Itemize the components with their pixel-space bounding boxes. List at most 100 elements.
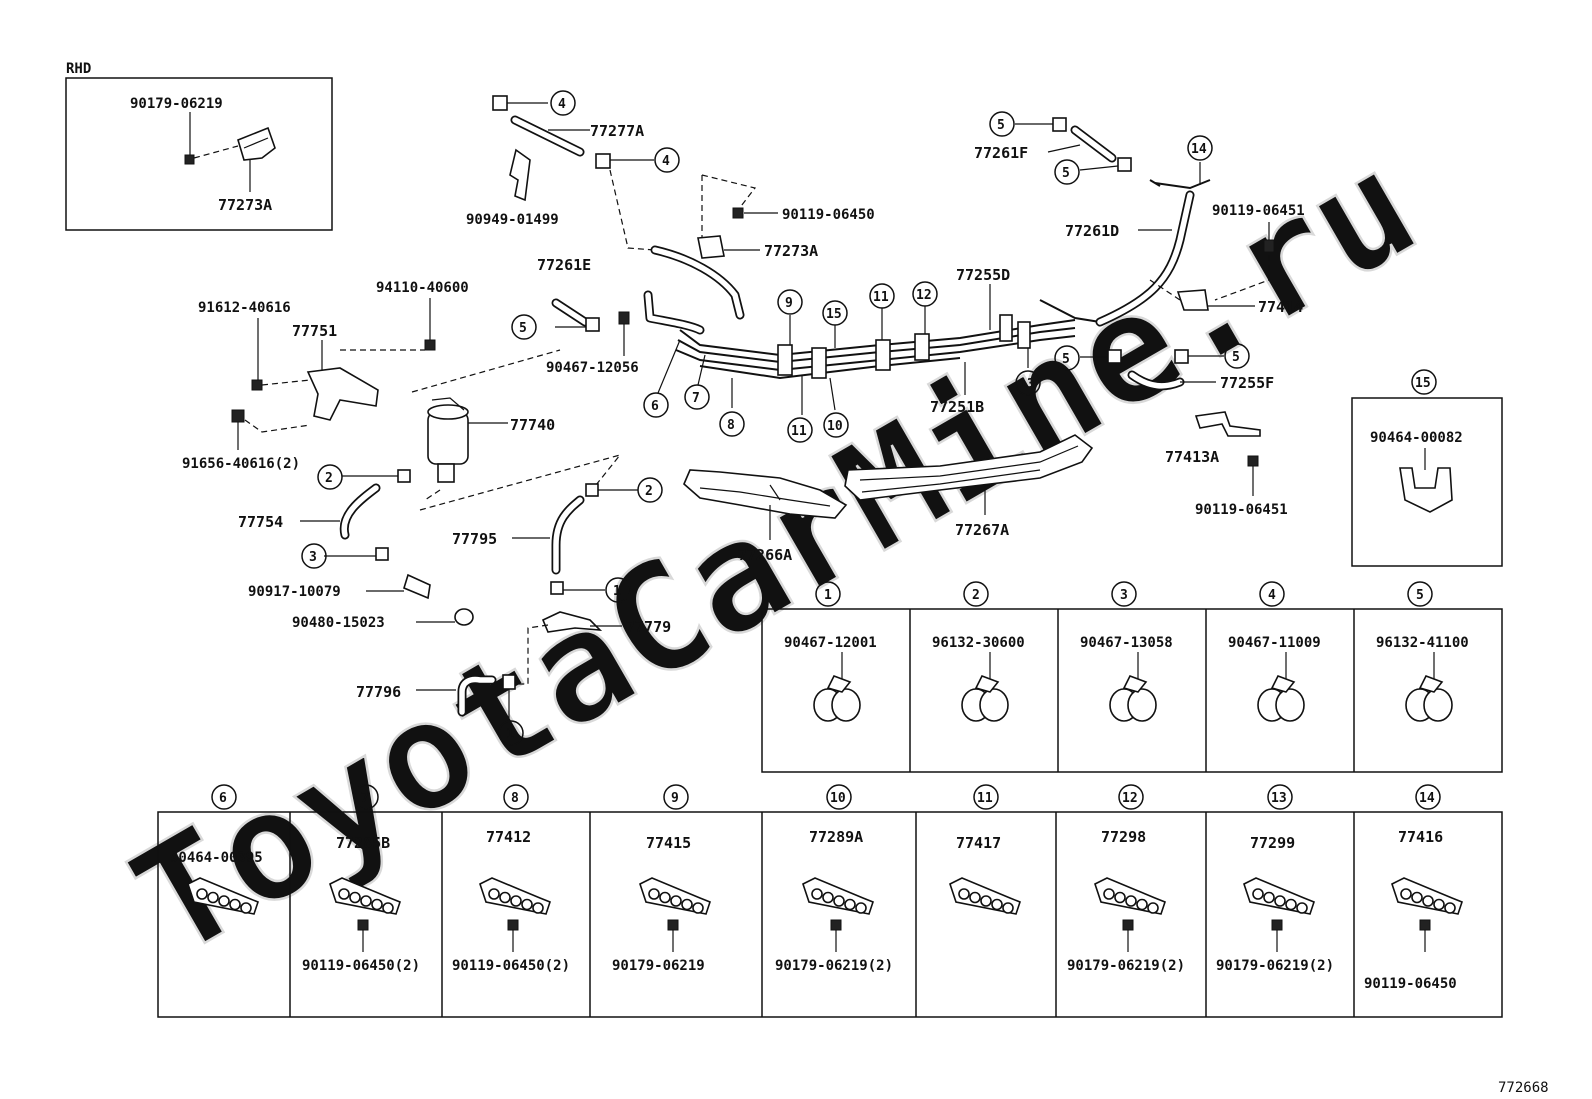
svg-text:2: 2 — [325, 471, 333, 486]
callout-14-header: 14 — [1415, 784, 1441, 810]
callout-7: 7 — [684, 384, 710, 410]
main-callouts: 4 4 5 6 7 8 9 15 11 12 11 10 13 5 5 14 5… — [301, 90, 1437, 746]
label-77277a: 77277A — [590, 122, 644, 140]
svg-text:5: 5 — [1062, 166, 1070, 181]
clip-77273a-group: 90119-06450 77273A — [609, 169, 875, 260]
svg-text:14: 14 — [1191, 142, 1207, 157]
svg-text:5: 5 — [1416, 588, 1424, 603]
part-90464-00395: 90464-00395 — [170, 850, 263, 866]
callout-2-mid: 2 — [637, 477, 663, 503]
label-77414: 77414 — [1258, 298, 1303, 316]
svg-text:11: 11 — [977, 791, 993, 806]
svg-text:15: 15 — [1415, 376, 1431, 391]
svg-text:6: 6 — [651, 399, 659, 414]
label-91656: 91656-40616(2) — [182, 456, 300, 472]
svg-text:9: 9 — [785, 296, 793, 311]
svg-text:4: 4 — [662, 154, 670, 169]
label-77266a: 77266A — [738, 546, 792, 564]
callout-7-header: 7 — [353, 784, 379, 810]
left-components: 77261E 90467-12056 94110-40600 91612-406… — [182, 256, 639, 631]
part-90467-11009: 90467-11009 — [1228, 635, 1321, 651]
label-94110: 94110-40600 — [376, 280, 469, 296]
label-91612: 91612-40616 — [198, 300, 291, 316]
protector-77266a — [683, 469, 848, 519]
hose-77277a-group: 77277A 90949-01499 — [466, 95, 654, 228]
label-90119-06451-a: 90119-06451 — [1212, 203, 1305, 219]
sub-part-14: 90119-06450 — [1364, 976, 1457, 992]
part-77416: 77416 — [1398, 828, 1443, 846]
hose-clamp-4-upper — [492, 95, 508, 111]
detail-cell-14: 14 77416 90119-06450 — [1364, 784, 1463, 992]
label-77261f: 77261F — [974, 144, 1028, 162]
label-90119-06451-b: 90119-06451 — [1195, 502, 1288, 518]
svg-text:8: 8 — [511, 791, 519, 806]
rhd-frame — [65, 77, 333, 231]
label-90467-12056: 90467-12056 — [546, 360, 639, 376]
label-77796: 77796 — [356, 683, 401, 701]
protector-77267a — [844, 434, 1094, 501]
callout-5-right1: 5 — [1054, 345, 1080, 371]
rhd-part-label: 77273A — [218, 196, 272, 214]
svg-text:13: 13 — [1271, 791, 1287, 806]
clamp-9 — [777, 344, 793, 376]
callout-8: 8 — [719, 411, 745, 437]
callout-1-top: 1 — [605, 577, 631, 603]
sub-part-12: 90179-06219(2) — [1067, 958, 1185, 974]
detail-cell-3: 3 90467-13058 — [1080, 581, 1173, 722]
svg-text:8: 8 — [727, 418, 735, 433]
rhd-title: RHD — [66, 61, 91, 77]
label-77751: 77751 — [292, 322, 337, 340]
svg-text:11: 11 — [873, 290, 889, 305]
svg-text:9: 9 — [671, 791, 679, 806]
callout-11-header: 11 — [973, 784, 999, 810]
main-tube-bundle: 77255D 77251B — [643, 179, 1211, 416]
label-77413a: 77413A — [1165, 448, 1219, 466]
label-90119-06450-top: 90119-06450 — [782, 207, 875, 223]
hose-77261f-group: 77261F 77261D 90119-06451 77414 — [974, 117, 1305, 316]
callout-4a: 4 — [550, 90, 576, 116]
bracket-77413a — [1194, 411, 1261, 437]
svg-text:5: 5 — [1232, 350, 1240, 365]
cap-90480 — [454, 608, 474, 626]
callout-15-box: 15 — [1411, 369, 1437, 395]
clamp-11 — [875, 339, 891, 371]
label-90949: 90949-01499 — [466, 212, 559, 228]
callout-5-left: 5 — [511, 314, 537, 340]
callout-1-header: 1 — [815, 581, 841, 607]
bracket-77751 — [306, 367, 379, 421]
label-77255d: 77255D — [956, 266, 1010, 284]
callout-5-right2: 5 — [1224, 343, 1250, 369]
label-77261d: 77261D — [1065, 222, 1119, 240]
part-90467-13058: 90467-13058 — [1080, 635, 1173, 651]
part-77289A: 77289A — [809, 828, 863, 846]
svg-text:3: 3 — [1120, 588, 1128, 603]
clamp-clip-right — [999, 314, 1013, 342]
label-90917: 90917-10079 — [248, 584, 341, 600]
clamp-12 — [914, 333, 930, 361]
callout-12: 12 — [912, 281, 938, 307]
part-77298: 77298 — [1101, 828, 1146, 846]
protectors: 77266A 77267A — [683, 434, 1094, 564]
svg-text:1: 1 — [824, 588, 832, 603]
rhd-clamp-drawing — [184, 126, 276, 165]
label-77261e: 77261E — [537, 256, 591, 274]
label-77754: 77754 — [238, 513, 283, 531]
part-77299: 77299 — [1250, 834, 1295, 852]
valve-90917 — [403, 573, 431, 600]
svg-text:7: 7 — [361, 791, 369, 806]
bracket-77779 — [541, 611, 603, 633]
part-77417: 77417 — [956, 834, 1001, 852]
svg-text:5: 5 — [1062, 352, 1070, 367]
bracket-77414 — [1176, 289, 1209, 311]
detail-row-bottom: 690464-00395777285B90119-06450(2)8774129… — [157, 784, 1503, 1018]
callout-9: 9 — [777, 289, 803, 315]
sub-part-10: 90179-06219(2) — [775, 958, 893, 974]
svg-text:14: 14 — [1419, 791, 1435, 806]
svg-text:4: 4 — [558, 97, 566, 112]
hose-clamp-4-lower — [595, 153, 611, 169]
sub-part-9: 90179-06219 — [612, 958, 705, 974]
